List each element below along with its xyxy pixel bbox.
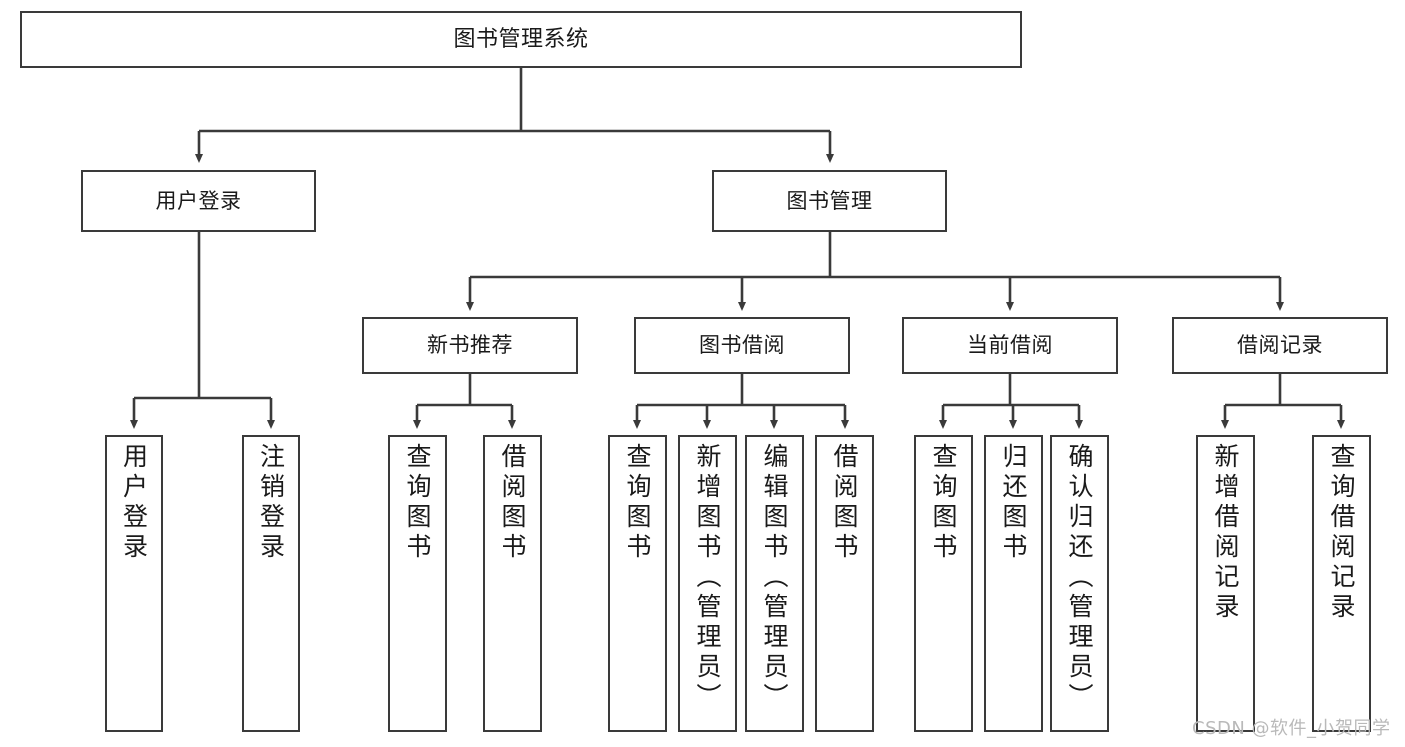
node-leaf-current-query-book-label: 查询图书 xyxy=(929,443,958,563)
node-leaf-borrow-add-book[interactable]: 新增图书（管理员） xyxy=(678,435,737,732)
node-leaf-current-confirm-return-label: 确认归还（管理员） xyxy=(1065,443,1094,713)
node-leaf-borrow-borrow-book[interactable]: 借阅图书 xyxy=(815,435,874,732)
node-book-management-label: 图书管理 xyxy=(786,188,873,213)
node-leaf-recommend-query-book[interactable]: 查询图书 xyxy=(388,435,447,732)
node-borrow-record-label: 借阅记录 xyxy=(1237,333,1323,358)
node-leaf-borrow-query-book[interactable]: 查询图书 xyxy=(608,435,667,732)
node-new-book-recommend-label: 新书推荐 xyxy=(427,333,513,358)
node-leaf-record-add[interactable]: 新增借阅记录 xyxy=(1196,435,1255,732)
node-leaf-recommend-query-book-label: 查询图书 xyxy=(403,443,432,563)
node-leaf-recommend-borrow-book[interactable]: 借阅图书 xyxy=(483,435,542,732)
node-leaf-borrow-add-book-label: 新增图书（管理员） xyxy=(693,443,722,713)
node-leaf-borrow-query-book-label: 查询图书 xyxy=(623,443,652,563)
node-leaf-current-confirm-return[interactable]: 确认归还（管理员） xyxy=(1050,435,1109,732)
node-leaf-user-logout-label: 注销登录 xyxy=(256,443,286,563)
watermark: CSDN @软件_小贺同学 xyxy=(1192,718,1391,739)
node-user-login[interactable]: 用户登录 xyxy=(81,170,316,232)
node-root[interactable]: 图书管理系统 xyxy=(20,11,1022,68)
node-leaf-record-query-label: 查询借阅记录 xyxy=(1327,443,1356,623)
node-current-borrow-label: 当前借阅 xyxy=(967,333,1053,358)
node-leaf-user-login[interactable]: 用户登录 xyxy=(105,435,163,732)
node-new-book-recommend[interactable]: 新书推荐 xyxy=(362,317,578,374)
node-leaf-record-query[interactable]: 查询借阅记录 xyxy=(1312,435,1371,732)
node-leaf-user-logout[interactable]: 注销登录 xyxy=(242,435,300,732)
node-leaf-borrow-edit-book-label: 编辑图书（管理员） xyxy=(760,443,789,713)
node-book-borrow[interactable]: 图书借阅 xyxy=(634,317,850,374)
node-current-borrow[interactable]: 当前借阅 xyxy=(902,317,1118,374)
node-leaf-user-login-label: 用户登录 xyxy=(119,443,149,563)
node-book-borrow-label: 图书借阅 xyxy=(699,333,785,358)
node-book-management[interactable]: 图书管理 xyxy=(712,170,947,232)
node-leaf-current-query-book[interactable]: 查询图书 xyxy=(914,435,973,732)
node-leaf-recommend-borrow-book-label: 借阅图书 xyxy=(498,443,527,563)
node-user-login-label: 用户登录 xyxy=(155,188,242,213)
node-leaf-current-return-book[interactable]: 归还图书 xyxy=(984,435,1043,732)
node-leaf-record-add-label: 新增借阅记录 xyxy=(1211,443,1240,623)
node-leaf-borrow-edit-book[interactable]: 编辑图书（管理员） xyxy=(745,435,804,732)
node-leaf-current-return-book-label: 归还图书 xyxy=(999,443,1028,563)
node-borrow-record[interactable]: 借阅记录 xyxy=(1172,317,1388,374)
node-leaf-borrow-borrow-book-label: 借阅图书 xyxy=(830,443,859,563)
node-root-label: 图书管理系统 xyxy=(453,26,589,52)
